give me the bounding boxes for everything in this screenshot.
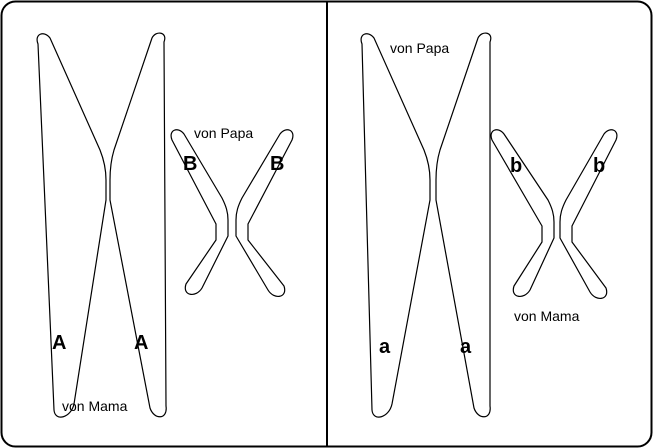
large-chromosome-left [36,32,167,418]
right-panel: a a von Papa b b von Mama [360,32,618,418]
small-chromosome-left [170,129,294,297]
allele-label-left-small-right: B [270,153,284,175]
allele-label-right-small-right: b [593,155,605,177]
origin-label-left-large: von Mama [62,398,128,414]
allele-label-right-small-left: b [510,155,522,177]
origin-label-left-small: von Papa [194,125,253,141]
origin-label-right-small: von Mama [514,308,580,324]
origin-label-right-large: von Papa [390,40,449,56]
large-chromosome-right [360,32,492,418]
allele-label-right-large-left: a [379,336,391,358]
allele-label-right-large-right: a [460,336,472,358]
allele-label-left-large-right: A [134,332,148,354]
left-panel: A A von Mama B B von Papa [36,32,294,418]
allele-label-left-small-left: B [183,153,197,175]
allele-label-left-large-left: A [52,332,66,354]
small-chromosome-right [490,129,618,299]
